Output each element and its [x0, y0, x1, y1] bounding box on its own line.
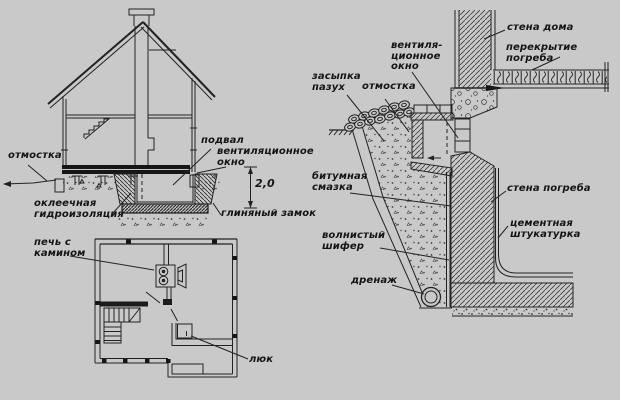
ceiling-joists: [486, 62, 609, 92]
house-wall: [454, 10, 496, 89]
exterior-walls: [61, 78, 197, 172]
cellar-wall: [450, 151, 495, 284]
basement-pit: [113, 173, 218, 226]
cellar-floor-plan: [69, 238, 249, 378]
label-lyuk: люк: [249, 354, 274, 365]
door-swing-1: [145, 291, 161, 304]
label-glinyanyi-zamok: глиняный замок: [221, 208, 317, 219]
cobblestones: [344, 100, 415, 132]
label-otmostka-left: отмостка: [8, 150, 62, 161]
label-otmostka-right: отмостка: [362, 81, 416, 92]
wall-markers: [95, 239, 237, 363]
house-cross-section: [3, 8, 257, 226]
label-dimension-2-0: 2,0: [255, 177, 275, 190]
gravel-layer: [419, 307, 573, 317]
label-podval: подвал: [201, 135, 244, 146]
label-perekrytie: перекрытие погреба: [506, 42, 578, 64]
label-drenazh: дренаж: [351, 275, 398, 286]
ground-beam: [62, 165, 190, 174]
stove-symbol: [155, 244, 187, 305]
cement-plaster: [495, 168, 573, 278]
closet-walls: [171, 323, 233, 346]
plan-outer-walls: [94, 238, 238, 377]
window-well: [410, 104, 454, 177]
label-stena-pogreba: стена погреба: [507, 183, 591, 194]
label-vent-okno-right: вентиля- ционное окно: [391, 40, 443, 72]
ventilation-window-frame: [446, 118, 471, 155]
partition-wall: [100, 301, 148, 307]
leader-lines-left: [27, 148, 227, 216]
label-zasypka-pazuh: засыпка пазух: [312, 71, 361, 93]
leader-lines-right: [346, 29, 561, 295]
door-swing-2: [170, 308, 178, 322]
label-vent-okno-left: вентиляционное окно: [217, 146, 314, 168]
blind-area-line: [3, 179, 57, 187]
drain-pipe: [420, 286, 442, 308]
staircase-section: [83, 117, 111, 140]
chimney: [128, 8, 155, 166]
label-bitumnaya-smazka: битумная смазка: [312, 171, 368, 193]
porch: [167, 363, 237, 378]
foundation-slab: [450, 282, 574, 308]
foundation-wall-detail: [328, 10, 609, 317]
hatch-square: [177, 323, 193, 339]
left-footing: [54, 178, 65, 193]
slate-sheet: [446, 172, 451, 307]
label-stena-doma: стена дома: [507, 22, 574, 33]
leader-lines-plan: [69, 255, 249, 360]
label-shtukaturka: цементная штукатурка: [510, 218, 581, 240]
dimension-line: [244, 166, 257, 209]
floor-lines: [66, 49, 192, 119]
label-volnistyi-shifer: волнистый шифер: [322, 230, 386, 252]
label-pech-s-kaminom: печь с камином: [34, 237, 86, 259]
label-gidroizolyaciya: оклеечная гидроизоляция: [34, 198, 124, 220]
wall-upper-block: [450, 87, 498, 119]
roof: [47, 21, 216, 109]
plan-staircase: [103, 307, 141, 344]
